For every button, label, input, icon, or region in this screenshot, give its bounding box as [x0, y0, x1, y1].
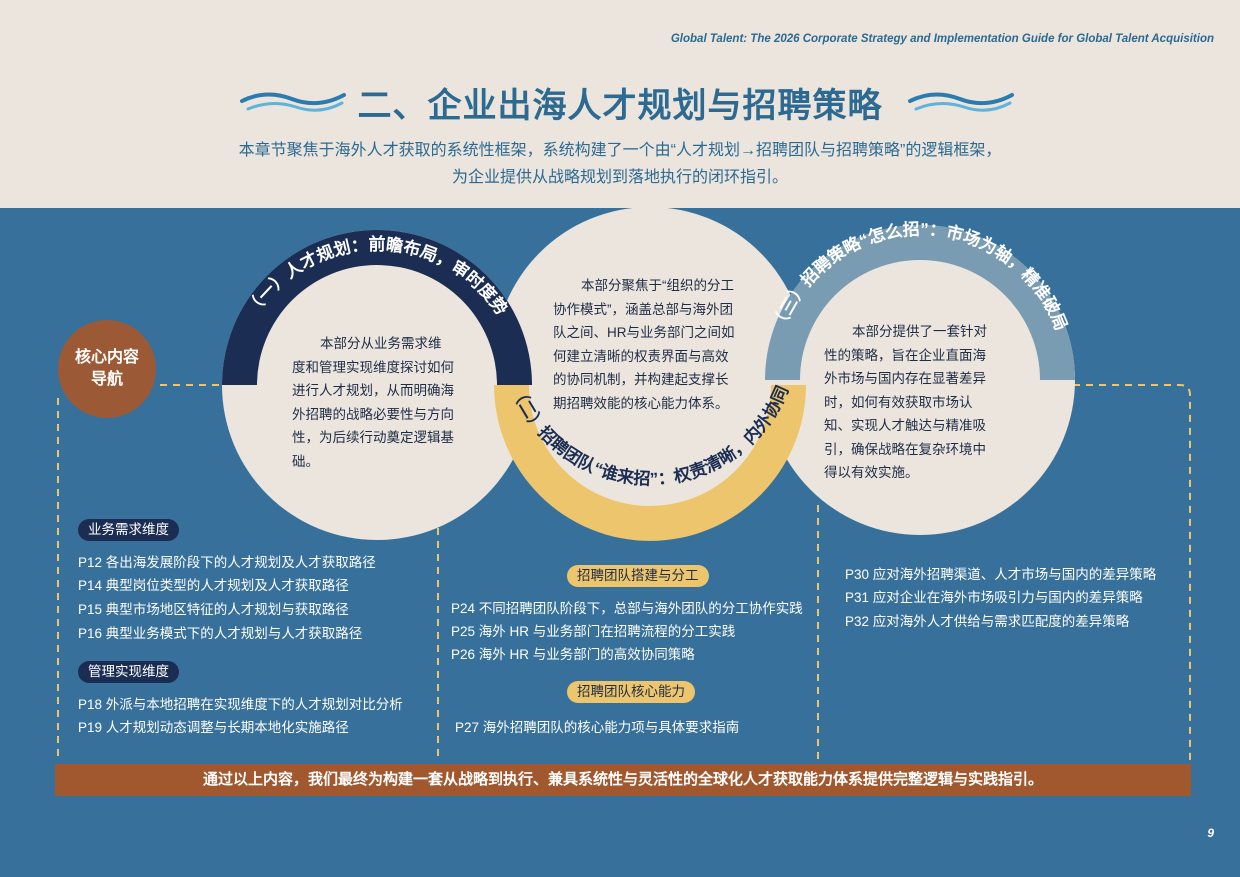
arc-band-3	[765, 225, 1075, 380]
circle-3-description: 本部分提供了一套针对性的策略，旨在企业直面海外市场与国内存在显著差异时，如何有效…	[824, 324, 987, 480]
section-title: 二、企业出海人才规划与招聘策略	[357, 87, 883, 125]
tag-team-capability: 招聘团队核心能力	[567, 681, 695, 703]
nav-badge-line-1: 核心内容	[74, 349, 139, 366]
arc-band-2	[494, 385, 806, 541]
list-item[interactable]: P14 典型岗位类型的人才规划及人才获取路径	[78, 578, 349, 593]
list-item[interactable]: P16 典型业务模式下的人才规划与人才获取路径	[78, 626, 363, 641]
left-wave-icon	[240, 92, 346, 112]
circle-2	[494, 207, 806, 519]
circle-1-description: 本部分从业务需求维度和管理实现维度探讨如何进行人才规划，从而明确海外招聘的战略必…	[292, 336, 454, 469]
document-title: Global Talent: The 2026 Corporate Strate…	[670, 33, 1214, 45]
tag-management: 管理实现维度	[78, 661, 179, 683]
list-item[interactable]: P19 人才规划动态调整与长期本地化实施路径	[78, 720, 349, 735]
intro-line-2: 为企业提供从战略规划到落地执行的闭环指引。	[451, 169, 788, 186]
page-number: 9	[1207, 826, 1214, 840]
circle-3	[765, 225, 1075, 535]
list-item[interactable]: P26 海外 HR 与业务部门的高效协同策略	[451, 647, 695, 662]
list-item[interactable]: P15 典型市场地区特征的人才规划与获取路径	[78, 602, 349, 617]
tag-business-demand: 业务需求维度	[78, 519, 179, 541]
tag-team-building: 招聘团队搭建与分工	[567, 565, 709, 587]
core-navigation-badge: 核心内容 导航	[58, 320, 156, 418]
dashed-frame	[57, 384, 1191, 760]
intro-line-1: 本章节聚焦于海外人才获取的系统性框架，系统构建了一个由“人才规划→招聘团队与招聘…	[238, 142, 1002, 159]
summary-bar: 通过以上内容，我们最终为构建一套从战略到执行、兼具系统性与灵活性的全球化人才获取…	[55, 764, 1191, 796]
list-item[interactable]: P12 各出海发展阶段下的人才规划及人才获取路径	[78, 555, 376, 570]
header-band: Global Talent: The 2026 Corporate Strate…	[0, 0, 1240, 208]
arc-band-1	[222, 230, 532, 385]
list-item[interactable]: P27 海外招聘团队的核心能力项与具体要求指南	[455, 720, 740, 735]
circle-2-description: 本部分聚焦于“组织的分工协作模式”，涵盖总部与海外团队之间、HR与业务部门之间如…	[553, 278, 735, 411]
list-item[interactable]: P24 不同招聘团队阶段下，总部与海外团队的分工协作实践	[451, 601, 803, 616]
list-item[interactable]: P31 应对企业在海外市场吸引力与国内的差异策略	[845, 590, 1143, 605]
circle-1	[222, 230, 532, 540]
list-item[interactable]: P32 应对海外人才供给与需求匹配度的差异策略	[845, 614, 1130, 629]
list-item[interactable]: P18 外派与本地招聘在实现维度下的人才规划对比分析	[78, 697, 403, 712]
nav-badge-line-2: 导航	[90, 371, 123, 388]
right-wave-icon	[908, 92, 1014, 112]
list-item[interactable]: P25 海外 HR 与业务部门在招聘流程的分工实践	[451, 624, 736, 639]
list-item[interactable]: P30 应对海外招聘渠道、人才市场与国内的差异策略	[845, 567, 1157, 582]
